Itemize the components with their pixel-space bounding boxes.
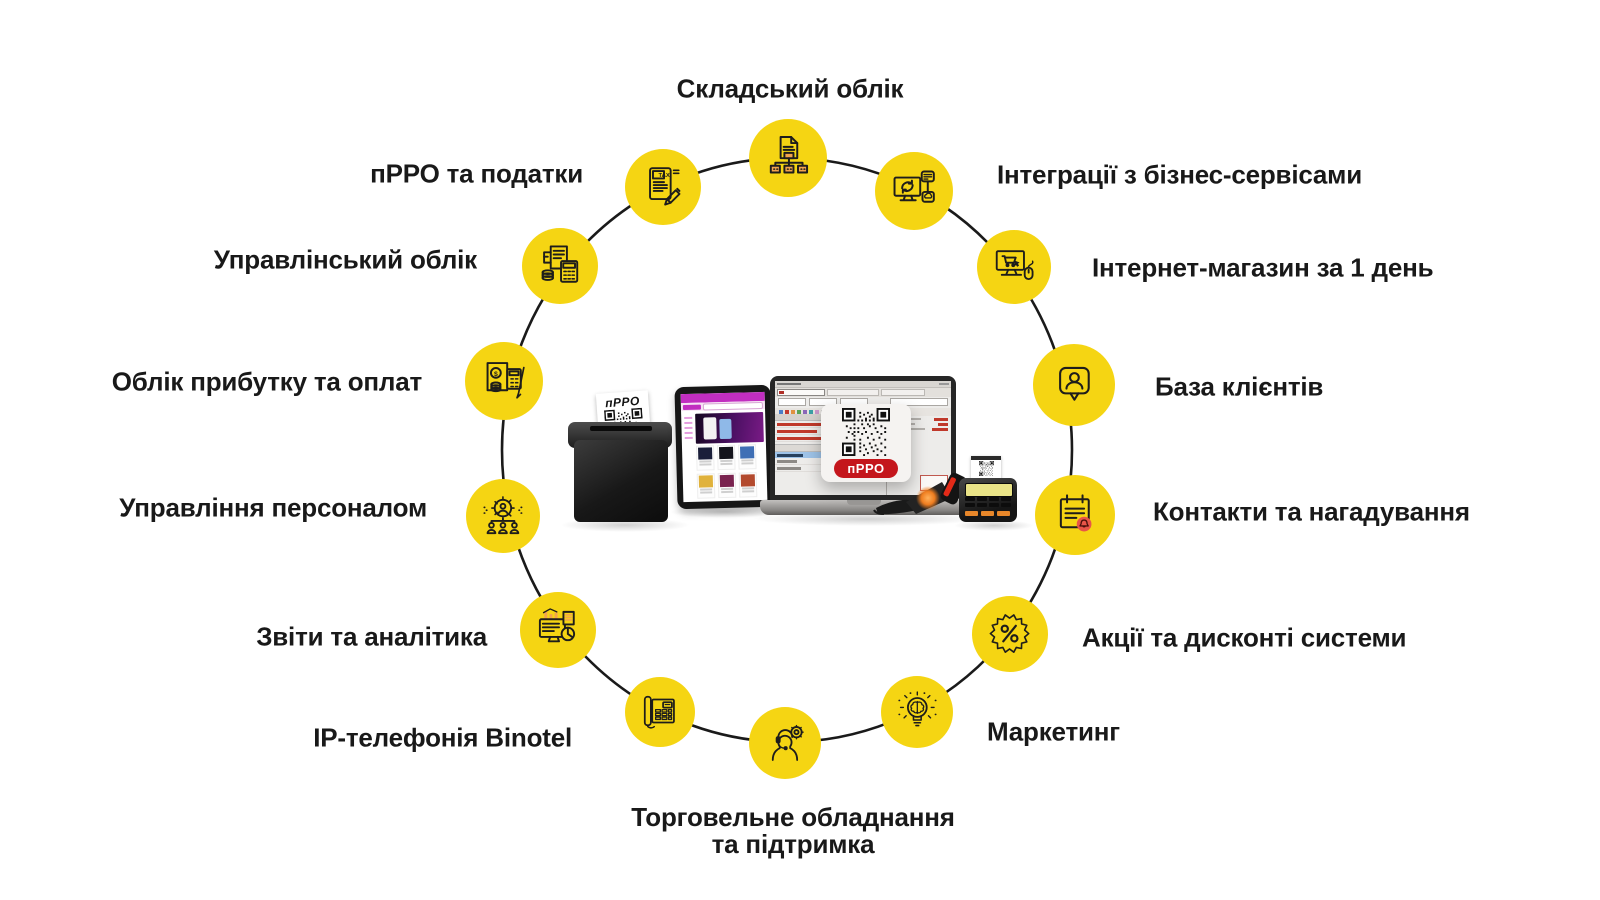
monitor-sync-icon: [893, 170, 935, 203]
tablet-shadow: [670, 506, 780, 518]
team-gear-icon: [483, 496, 523, 535]
label-online-store: Інтернет-магазин за 1 день: [1092, 252, 1434, 283]
label-profit-payments: Облік прибутку та оплат: [111, 366, 422, 397]
label-warehouse: Складський облік: [676, 73, 904, 104]
pos-function-keys: [965, 511, 1011, 516]
node-customer-base: [1033, 344, 1115, 426]
pos-qr-code: [978, 461, 994, 476]
label-equipment-support-line1: Торговельне обладнання: [631, 802, 955, 832]
app-tabs: [775, 388, 951, 397]
printer-slot: [590, 426, 652, 431]
node-profit-payments: $: [465, 342, 543, 420]
store-sidebar: [683, 414, 694, 442]
pos-body: [959, 478, 1017, 522]
store-banner: [695, 411, 764, 444]
node-reports-analytics: [520, 592, 596, 668]
pos-display: [965, 483, 1013, 497]
node-prro-taxes: TAX: [625, 149, 701, 225]
device-illustration: пРРО: [540, 360, 1120, 545]
label-management-accounting: Управлінський облік: [213, 244, 477, 275]
document-hierarchy-icon: [769, 135, 808, 174]
label-ip-telephony: IP-телефонія Binotel: [313, 722, 572, 753]
idea-brain-icon: [898, 691, 937, 727]
node-promotions-discounts: [972, 596, 1048, 672]
barcode-scanner: [873, 472, 967, 515]
printer-body: [574, 440, 668, 522]
node-contacts-reminders: [1035, 475, 1115, 555]
tablet: [674, 384, 774, 510]
node-warehouse: [749, 119, 827, 197]
node-management-accounting: [522, 228, 598, 304]
tax-document-icon: TAX: [649, 167, 681, 206]
label-customer-base: База клієнтів: [1155, 371, 1324, 402]
laptop-shadow: [752, 512, 982, 526]
desk-phone-icon: [644, 696, 676, 729]
label-marketing: Маркетинг: [987, 716, 1120, 747]
pos-shadow: [954, 520, 1034, 531]
svg-text:TAX: TAX: [659, 173, 670, 179]
label-reports-analytics: Звіти та аналітика: [256, 621, 487, 652]
label-promotions-discounts: Акції та дисконті системи: [1082, 622, 1407, 653]
node-marketing: [881, 676, 953, 748]
store-product-grid: [695, 444, 766, 503]
node-equipment-support: [749, 707, 821, 779]
label-contacts-reminders: Контакти та нагадування: [1153, 496, 1470, 527]
pos-keypad: [965, 497, 1011, 507]
node-ip-telephony: [625, 677, 695, 747]
docs-calculator-icon: [542, 245, 579, 284]
card-qr-code: [842, 408, 890, 456]
tablet-screen: [680, 391, 768, 503]
node-integrations: [875, 152, 953, 230]
prro-qr-card: пРРО: [821, 404, 911, 482]
node-hr-management: [466, 479, 540, 553]
label-prro-taxes: пРРО та податки: [370, 158, 583, 189]
support-headset-icon: [771, 724, 804, 761]
label-equipment-support: Торговельне обладнання та підтримка: [631, 802, 955, 859]
customer-pin-icon: [1058, 366, 1090, 401]
note-bell-icon: [1060, 494, 1092, 532]
monitor-cart-icon: [995, 250, 1034, 281]
label-integrations: Інтеграції з бізнес-сервісами: [997, 159, 1362, 190]
pos-receipt: [971, 456, 1001, 481]
prro-badge: пРРО: [834, 459, 898, 478]
invoice-money-icon: $: [486, 361, 525, 399]
store-nav-bar: [680, 400, 766, 412]
svg-text:$: $: [494, 371, 498, 378]
node-online-store: [977, 230, 1051, 304]
app-title-bar: [775, 381, 951, 388]
label-equipment-support-line2: та підтримка: [711, 829, 875, 859]
label-hr-management: Управління персоналом: [119, 492, 427, 523]
percent-badge-icon: [990, 614, 1030, 654]
analytics-monitor-icon: [539, 608, 576, 643]
